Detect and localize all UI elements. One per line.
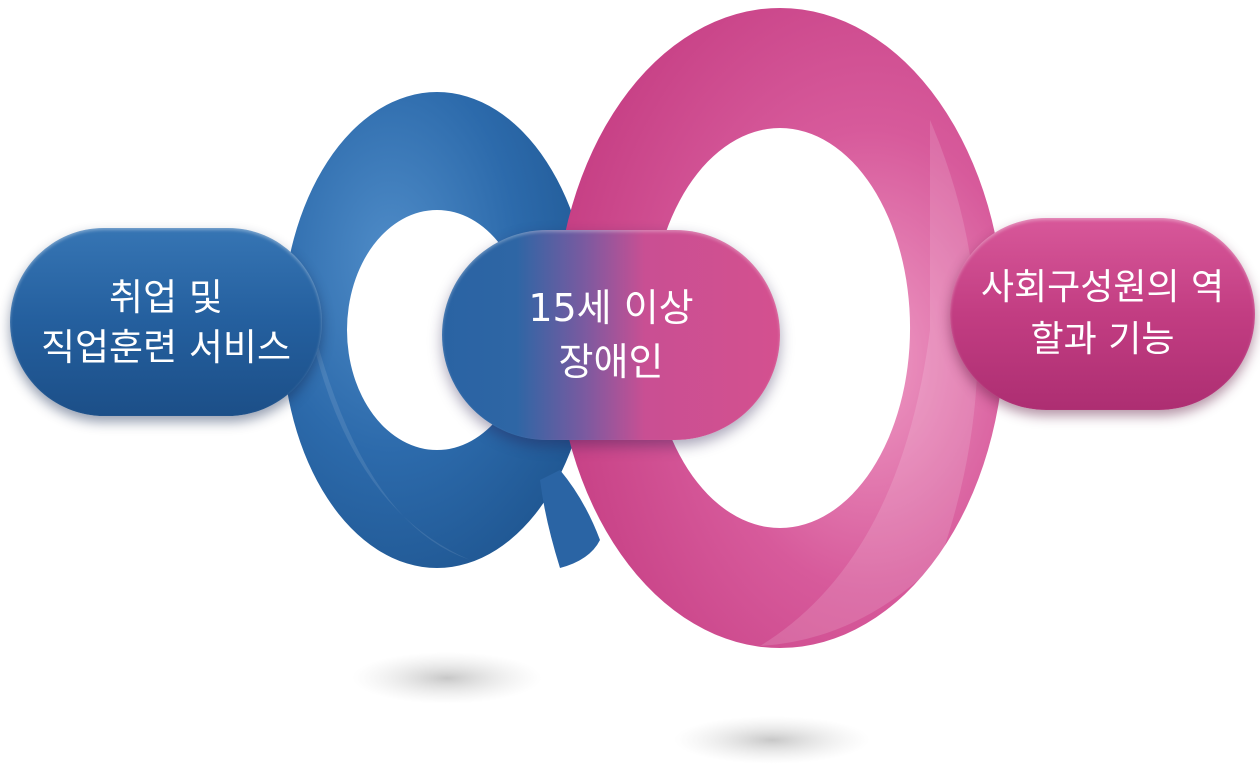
blue-ring-shadow	[352, 652, 542, 704]
disabled-person-pill: 15세 이상 장애인	[442, 230, 780, 440]
blue-ring	[282, 92, 592, 568]
right-pill-line2: 할과 기능	[1030, 319, 1175, 360]
pink-ring	[555, 8, 1005, 648]
left-pill-line1: 취업 및	[109, 276, 223, 319]
employment-training-services-pill: 취업 및 직업훈련 서비스	[10, 228, 322, 416]
center-pill-line2: 장애인	[558, 340, 664, 384]
pink-ring-shadow	[674, 716, 870, 764]
right-pill-line1: 사회구성원의 역	[980, 267, 1225, 308]
center-pill-line1: 15세 이상	[528, 286, 694, 330]
left-pill-line2: 직업훈련 서비스	[40, 326, 292, 369]
blue-ring-overlap	[540, 470, 600, 568]
social-role-pill: 사회구성원의 역 할과 기능	[950, 218, 1255, 410]
pink-ring-sheen	[760, 120, 978, 646]
